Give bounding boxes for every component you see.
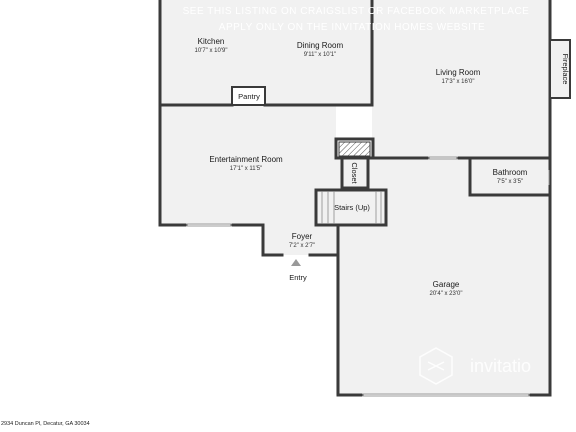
garage-dims: 20'4" x 23'0" bbox=[430, 291, 463, 297]
pantry: Pantry bbox=[231, 86, 266, 106]
brand-text: invitatio bbox=[470, 356, 531, 376]
pantry-label: Pantry bbox=[238, 92, 260, 101]
closet-label: Closet bbox=[350, 162, 359, 184]
kitchen-name: Kitchen bbox=[198, 37, 225, 46]
entry-arrow-icon bbox=[291, 259, 301, 266]
entertainment-name: Entertainment Room bbox=[209, 155, 283, 164]
garage-name: Garage bbox=[433, 280, 460, 289]
kitchen-dims: 10'7" x 10'9" bbox=[195, 48, 228, 54]
foyer-dims: 7'2" x 2'7" bbox=[289, 243, 315, 249]
bathroom-name: Bathroom bbox=[493, 168, 528, 177]
hatched-block bbox=[338, 141, 371, 157]
foyer-name: Foyer bbox=[292, 232, 313, 241]
address: 2934 Duncan Pl, Decatur, GA 30034 bbox=[1, 421, 90, 427]
stairs-label: Stairs (Up) bbox=[334, 203, 370, 212]
dining-name: Dining Room bbox=[297, 41, 344, 50]
fireplace: Fireplace bbox=[549, 39, 571, 99]
windows bbox=[186, 156, 550, 397]
floor-fills bbox=[160, 0, 550, 395]
bathroom-dims: 7'5" x 3'5" bbox=[497, 179, 523, 185]
fireplace-label: Fireplace bbox=[561, 54, 570, 85]
stair-treads bbox=[321, 191, 382, 224]
living-name: Living Room bbox=[436, 68, 481, 77]
entertainment-dims: 17'1" x 11'5" bbox=[230, 166, 262, 172]
living-dims: 17'3" x 16'0" bbox=[442, 79, 475, 85]
walls bbox=[158, 0, 552, 397]
watermark-line-2: APPLY ONLY ON THE INVITATION HOMES WEBSI… bbox=[219, 22, 485, 33]
watermark-line-1: SEE THIS LISTING ON CRAIGSLIST OR FACEBO… bbox=[183, 6, 530, 17]
brand-watermark: invitatio bbox=[419, 347, 531, 385]
entry-label: Entry bbox=[289, 273, 307, 282]
invitation-logo-icon bbox=[419, 347, 453, 385]
dining-dims: 9'11" x 10'1" bbox=[304, 52, 336, 58]
